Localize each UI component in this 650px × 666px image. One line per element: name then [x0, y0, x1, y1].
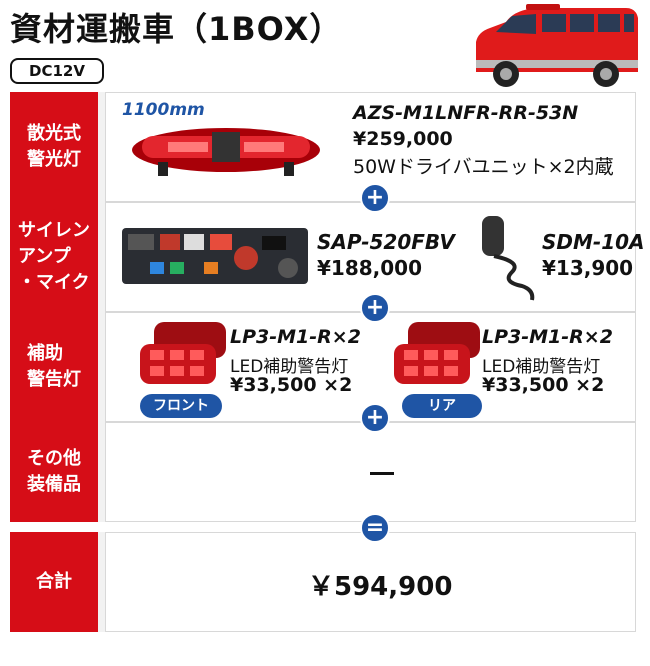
plus-icon: +: [360, 293, 390, 323]
light-bar-image: [132, 128, 320, 176]
amp-model: SAP-520FBV: [317, 230, 455, 254]
rear-tag: リア: [402, 394, 482, 418]
front-tag: フロント: [140, 394, 222, 418]
rear-model: LP3-M1-R×2: [482, 326, 613, 348]
light-bar-model: AZS-M1LNFR-RR-53N: [353, 102, 579, 124]
front-price: ¥33,500 ×2: [230, 374, 353, 396]
light-bar-note: 50Wドライバユニット×2内蔵: [353, 156, 614, 178]
row-label: 補助 警告灯: [10, 312, 98, 422]
total-value: ￥594,900: [308, 572, 453, 602]
row-label: その他 装備品: [10, 422, 98, 522]
rear-light-image: [394, 322, 480, 384]
mic-model: SDM-10A: [542, 230, 645, 254]
light-bar-length: 1100mm: [122, 100, 205, 120]
row-aux-lights: 補助 警告灯 フロント LP3-M1-R×2 LED補助警告灯 ¥33,500 …: [10, 312, 636, 422]
voltage-badge: DC12V: [10, 58, 104, 84]
row-siren: サイレン アンプ ・マイク SAP-520FBV ¥188,000 SDM-10…: [10, 202, 645, 312]
light-bar-price: ¥259,000: [353, 128, 453, 150]
amp-price: ¥188,000: [317, 256, 423, 280]
row-label: 合計: [10, 532, 98, 632]
siren-amp-image: [122, 228, 308, 284]
front-model: LP3-M1-R×2: [230, 326, 361, 348]
other-equipment-value: ―: [370, 458, 394, 486]
front-light-image: [140, 322, 226, 384]
microphone-image: [482, 216, 535, 301]
rear-price: ¥33,500 ×2: [482, 374, 605, 396]
row-light-bar: 散光式 警光灯 1100mm AZS-M1LNFR-RR-53N ¥259,00…: [10, 92, 636, 202]
van-illustration: [476, 4, 638, 87]
plus-icon: +: [360, 403, 390, 433]
page-title: 資材運搬車（1BOX）: [10, 10, 343, 48]
row-other-equipment: その他 装備品 ―: [10, 422, 636, 522]
row-label: 散光式 警光灯: [10, 92, 98, 202]
front-desc: LED補助警告灯: [230, 357, 349, 377]
row-label: サイレン アンプ ・マイク: [10, 202, 98, 312]
rear-desc: LED補助警告灯: [482, 357, 601, 377]
mic-price: ¥13,900: [542, 256, 634, 280]
plus-icon: +: [360, 183, 390, 213]
equals-icon: =: [360, 513, 390, 543]
row-total: 合計 ￥594,900: [10, 532, 636, 632]
